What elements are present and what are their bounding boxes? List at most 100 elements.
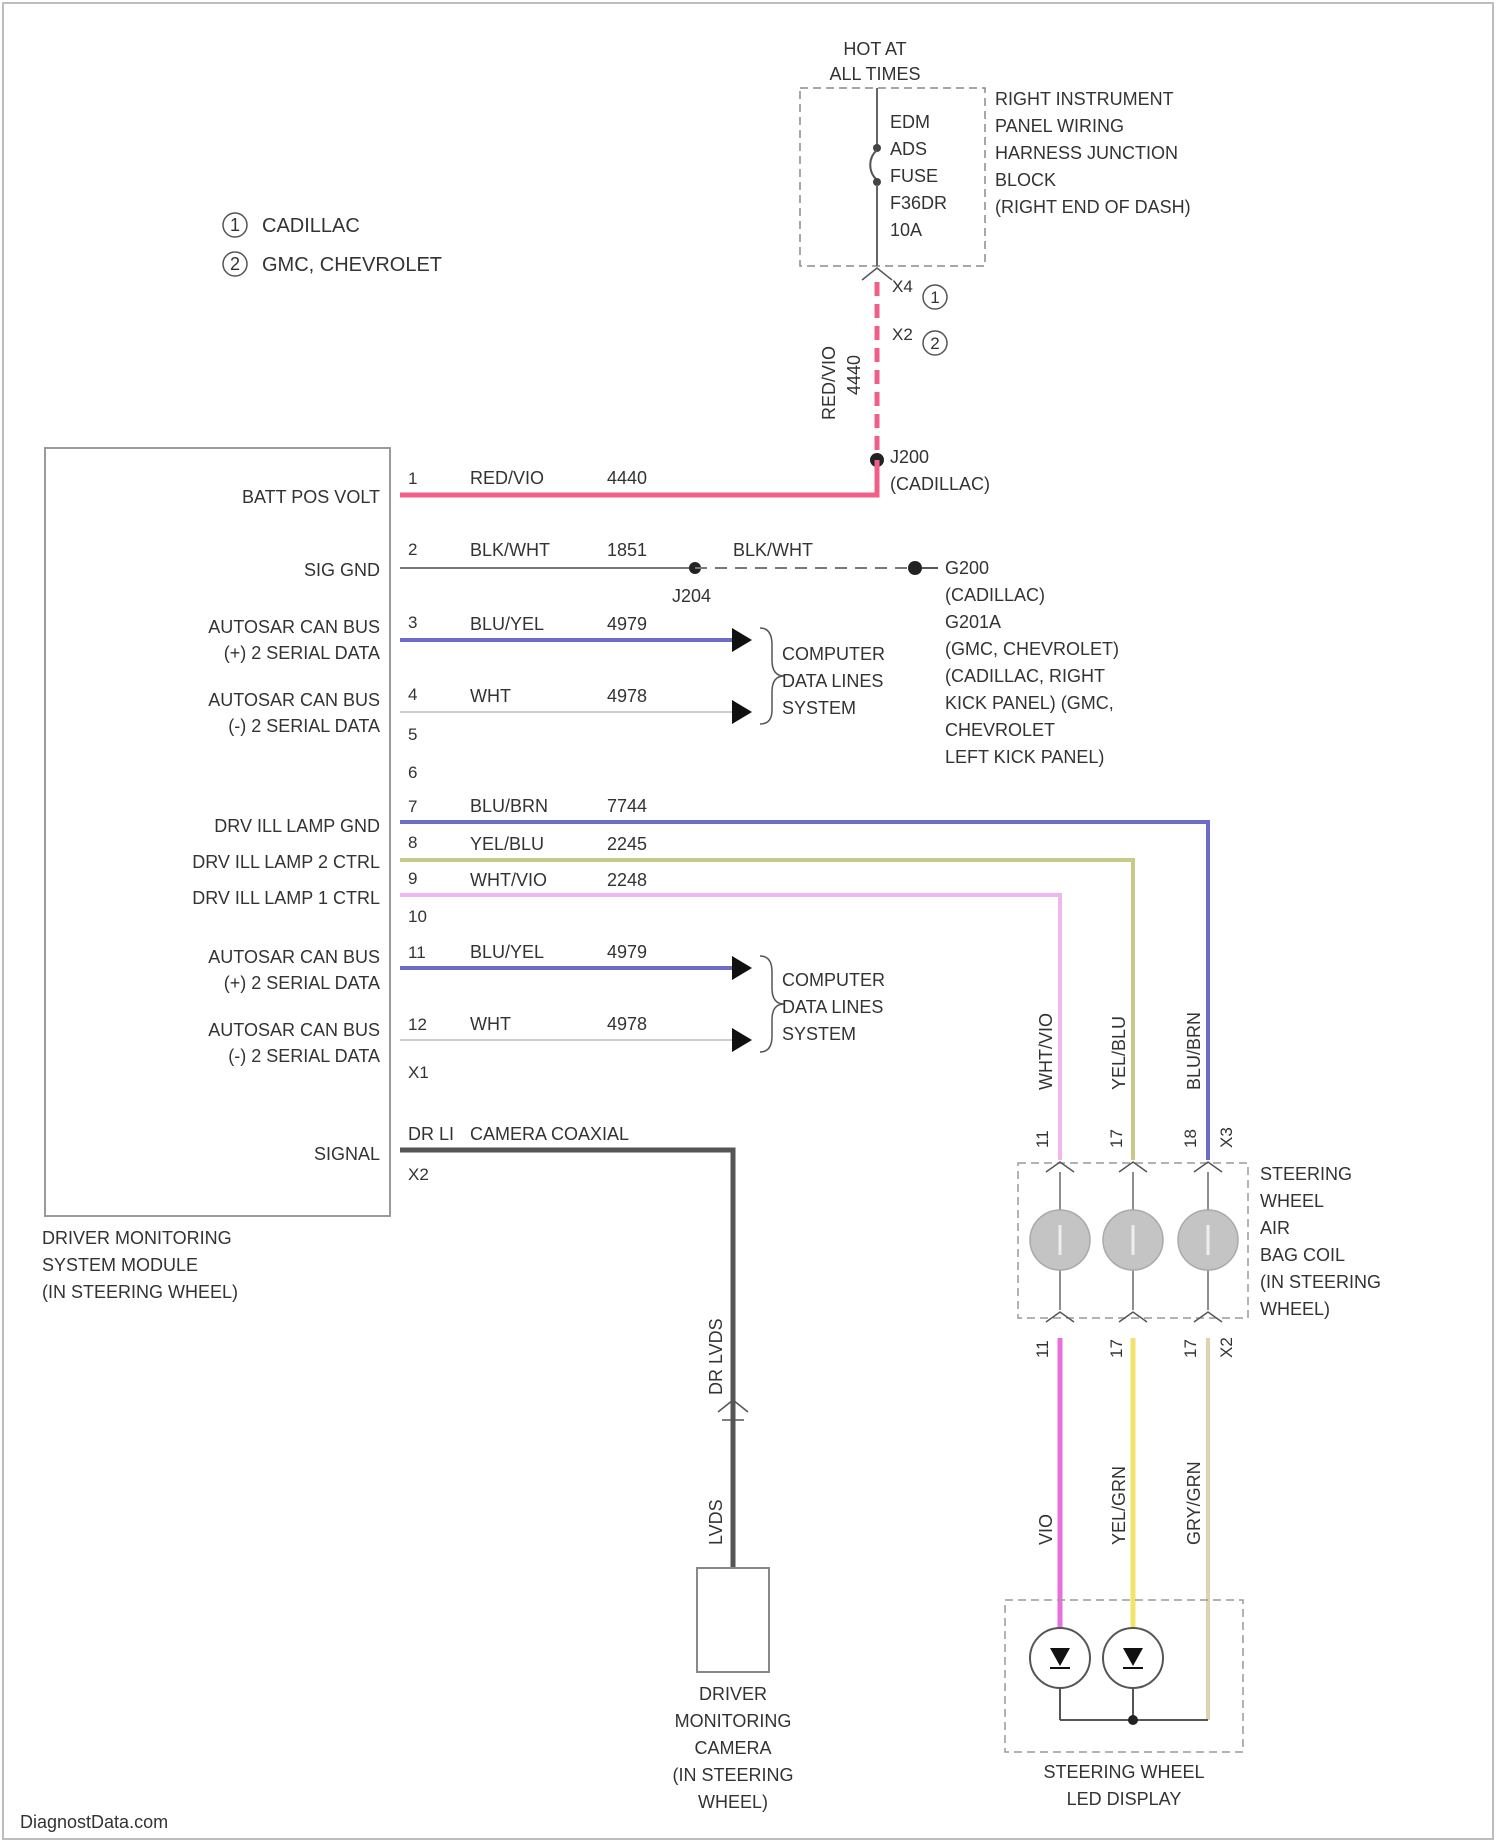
block-name-4: BLOCK	[995, 170, 1056, 190]
legend-text-1: CADILLAC	[262, 215, 360, 237]
arrow-right-icon	[732, 700, 752, 724]
fuse-wire-color: RED/VIO	[819, 346, 839, 420]
coil-top-pin-1: 11	[1033, 1130, 1052, 1148]
legend-num-1: 1	[230, 215, 240, 235]
coil-bottom-pin-2: 17	[1107, 1339, 1126, 1358]
fuse-pin-b: X2	[892, 325, 913, 344]
pin-label-can4-a: AUTOSAR CAN BUS	[208, 690, 380, 710]
pin-label-lamp2: DRV ILL LAMP 2 CTRL	[192, 852, 380, 872]
fuse-line-3: FUSE	[890, 166, 938, 186]
legend: 1 CADILLAC 2 GMC, CHEVROLET	[223, 213, 442, 276]
wire2-circuit: 1851	[607, 540, 647, 560]
coil-name-5: (IN STEERING	[1260, 1272, 1381, 1292]
splice-j204-name: J204	[672, 586, 711, 606]
watermark: DiagnostData.com	[20, 1812, 168, 1832]
led-name-1: STEERING WHEEL	[1043, 1762, 1204, 1782]
data-lines-bracket	[760, 956, 784, 1052]
pin-num-3: 3	[408, 613, 417, 632]
wire7-color: BLU/BRN	[470, 796, 548, 816]
wire-camera-coaxial	[400, 1150, 733, 1570]
pin-num-2: 2	[408, 540, 417, 559]
camera-box	[697, 1568, 769, 1672]
data-lines-3b: SYSTEM	[782, 1024, 856, 1044]
pin-label-lamp-gnd: DRV ILL LAMP GND	[214, 816, 380, 836]
ground-line-5: KICK PANEL) (GMC,	[945, 693, 1114, 713]
coax-upper-label: DR LVDS	[706, 1318, 726, 1395]
data-lines-1: COMPUTER	[782, 644, 885, 664]
data-lines-3: SYSTEM	[782, 698, 856, 718]
fuse-line-1: EDM	[890, 112, 930, 132]
fuse-line-2: ADS	[890, 139, 927, 159]
fuse-pin-a: X4	[892, 277, 913, 296]
fuse-line-5: 10A	[890, 220, 922, 240]
led-splice	[1128, 1715, 1138, 1725]
fuse-connector-chevron	[862, 268, 892, 280]
arrow-right-icon	[732, 628, 752, 652]
coil-name-1: STEERING	[1260, 1164, 1352, 1184]
pin-num-4: 4	[408, 685, 417, 704]
wire8-color: YEL/BLU	[470, 834, 544, 854]
pin-label-can11-b: (+) 2 SERIAL DATA	[224, 973, 380, 993]
coil-wire-label-2: YEL/BLU	[1109, 1016, 1129, 1090]
lower-wire-label-3: GRY/GRN	[1184, 1461, 1204, 1545]
pin-num-6: 6	[408, 763, 417, 782]
fuse-variant-num-2: 2	[930, 334, 939, 353]
pin-label-signal: SIGNAL	[314, 1144, 380, 1164]
page-border	[3, 3, 1493, 1839]
ground-g200-point	[908, 561, 922, 575]
wire11-circuit: 4979	[607, 942, 647, 962]
pin-num-x1: X1	[408, 1063, 429, 1082]
pin-label-can3-b: (+) 2 SERIAL DATA	[224, 643, 380, 663]
data-lines-1b: COMPUTER	[782, 970, 885, 990]
arrow-right-icon	[732, 956, 752, 980]
block-name-3: HARNESS JUNCTION	[995, 143, 1178, 163]
wire12-circuit: 4978	[607, 1014, 647, 1034]
pin-label-batt: BATT POS VOLT	[242, 487, 380, 507]
coil-bottom-chevron-2	[1119, 1312, 1147, 1322]
legend-num-2: 2	[230, 254, 240, 274]
coil-bottom-conn: X2	[1217, 1337, 1236, 1358]
coil-name-4: BAG COIL	[1260, 1245, 1345, 1265]
led-name-2: LED DISPLAY	[1067, 1789, 1182, 1809]
module-name-1: DRIVER MONITORING	[42, 1228, 232, 1248]
wire4-color: WHT	[470, 686, 511, 706]
pin-label-can4-b: (-) 2 SERIAL DATA	[228, 716, 380, 736]
wire1-color: RED/VIO	[470, 468, 544, 488]
coil-name-3: AIR	[1260, 1218, 1290, 1238]
module-name-2: SYSTEM MODULE	[42, 1255, 198, 1275]
camera-name-2: MONITORING	[675, 1711, 792, 1731]
lower-wire-label-1: VIO	[1036, 1514, 1056, 1545]
pin-num-5: 5	[408, 725, 417, 744]
coax-label: CAMERA COAXIAL	[470, 1124, 629, 1144]
wire4-circuit: 4978	[607, 686, 647, 706]
wire7-circuit: 7744	[607, 796, 647, 816]
fuse-terminal-bottom	[873, 178, 881, 186]
pin-label-can12-a: AUTOSAR CAN BUS	[208, 1020, 380, 1040]
wire2-color-right: BLK/WHT	[733, 540, 813, 560]
block-name-1: RIGHT INSTRUMENT	[995, 89, 1174, 109]
pin-label-can11-a: AUTOSAR CAN BUS	[208, 947, 380, 967]
lower-wire-label-2: YEL/GRN	[1109, 1466, 1129, 1545]
pin-num-9: 9	[408, 869, 417, 888]
camera-name-1: DRIVER	[699, 1684, 767, 1704]
coil-top-pin-2: 17	[1107, 1129, 1126, 1148]
wire12-color: WHT	[470, 1014, 511, 1034]
coil-bottom-pin-1: 11	[1033, 1340, 1052, 1358]
ground-line-2: G201A	[945, 612, 1001, 632]
ground-name: G200	[945, 558, 989, 578]
hot-label-2: ALL TIMES	[829, 64, 920, 84]
ground-line-1: (CADILLAC)	[945, 585, 1045, 605]
coax-prefix: DR LI	[408, 1124, 454, 1144]
coil-bottom-chevron-3	[1194, 1312, 1222, 1322]
block-name-2: PANEL WIRING	[995, 116, 1124, 136]
fuse-wire-num: 4440	[844, 355, 864, 395]
module-pin-labels: BATT POS VOLT SIG GND AUTOSAR CAN BUS (+…	[192, 487, 380, 1164]
coil-wire-label-1: WHT/VIO	[1036, 1013, 1056, 1090]
pin-num-10: 10	[408, 907, 427, 926]
block-name-5: (RIGHT END OF DASH)	[995, 197, 1191, 217]
fuse-line-4: F36DR	[890, 193, 947, 213]
pin-num-x2: X2	[408, 1165, 429, 1184]
hot-label-1: HOT AT	[843, 39, 906, 59]
coil-bottom-pin-3: 17	[1181, 1339, 1200, 1358]
legend-text-2: GMC, CHEVROLET	[262, 254, 442, 276]
